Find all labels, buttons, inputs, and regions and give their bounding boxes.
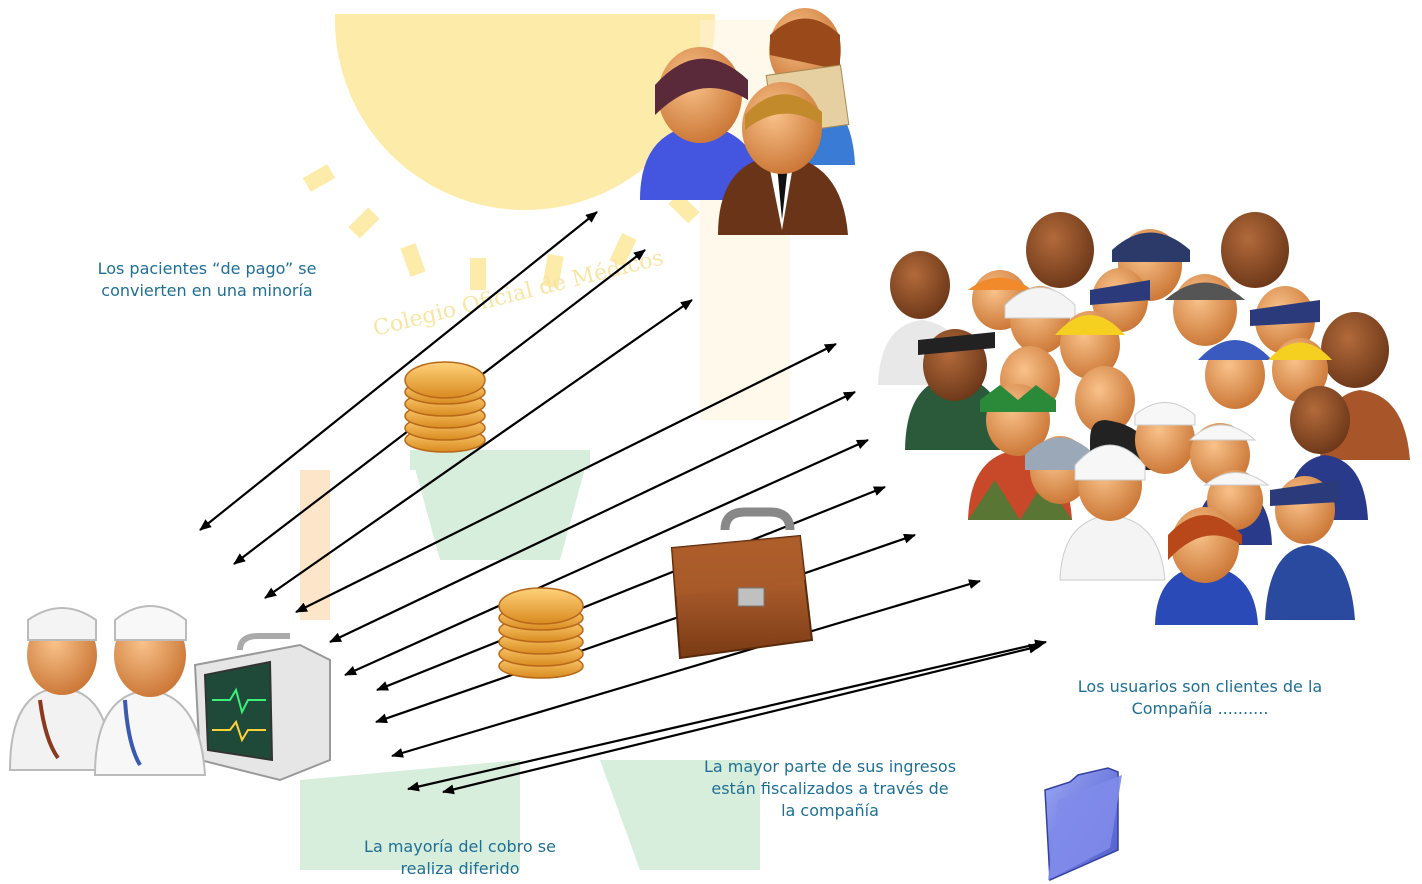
- caption-paying-patients-line-2: convierten en una minoría: [101, 281, 313, 300]
- caption-users-clients: Los usuarios son clientes de la Compañía…: [1055, 676, 1345, 720]
- caption-paying-patients-line-1: Los pacientes “de pago” se: [97, 259, 317, 278]
- caption-deferred-billing: La mayoría del cobro se realiza diferido: [335, 836, 585, 880]
- caption-deferred-billing-line-1: La mayoría del cobro se: [364, 837, 556, 856]
- caption-income-audited: La mayor parte de sus ingresos están fis…: [670, 756, 990, 822]
- doctors-with-monitor-icon: [8, 605, 331, 782]
- briefcase-icon: [670, 507, 814, 660]
- users-crowd-icon: [878, 212, 1410, 625]
- paying-patients-group-icon: [640, 8, 855, 235]
- caption-paying-patients: Los pacientes “de pago” se convierten en…: [62, 258, 352, 302]
- caption-deferred-billing-line-2: realiza diferido: [400, 859, 520, 878]
- arrow-12: [442, 643, 1041, 795]
- folder-icon: [1044, 767, 1122, 882]
- caption-users-clients-line-2: Compañía ..........: [1131, 699, 1269, 718]
- coin-stack-icon: [498, 587, 584, 679]
- caption-income-audited-line-1: La mayor parte de sus ingresos: [703, 757, 957, 776]
- caption-users-clients-line-1: Los usuarios son clientes de la: [1077, 677, 1323, 696]
- coin-stack-icon: [404, 361, 486, 453]
- arrow-8: [375, 533, 916, 724]
- caption-income-audited-line-2: están fiscalizados a través de: [711, 779, 949, 798]
- caption-income-audited-line-3: la compañía: [781, 801, 879, 820]
